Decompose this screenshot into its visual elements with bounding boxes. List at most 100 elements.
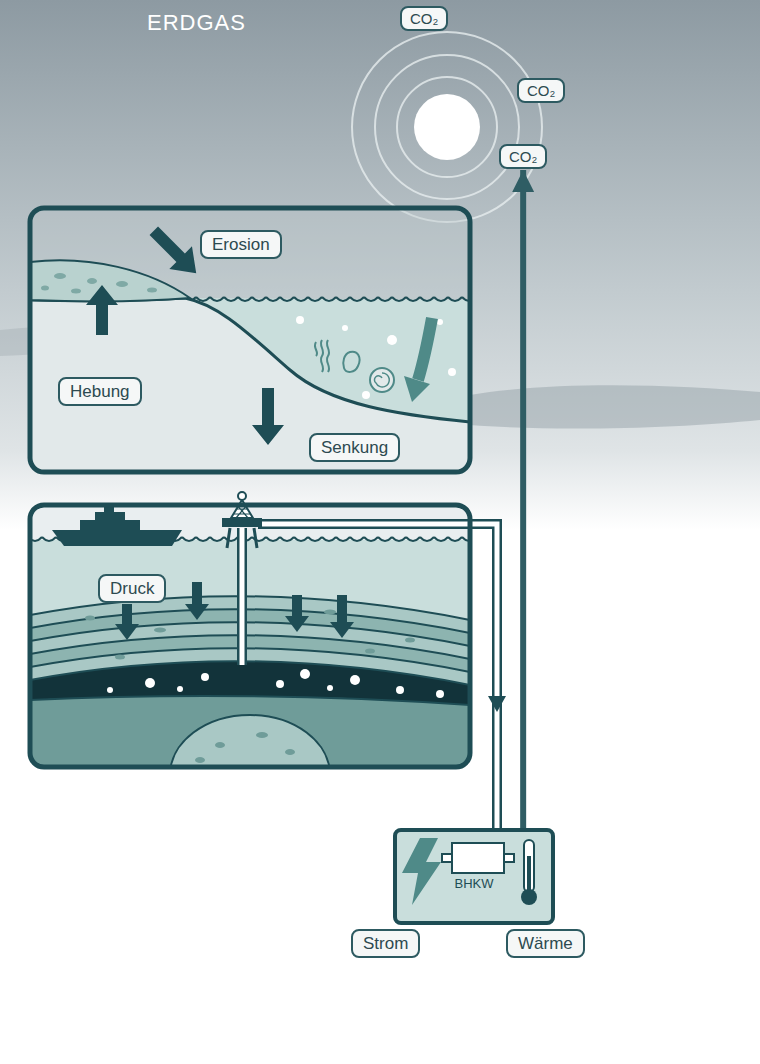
label-text: Erosion xyxy=(212,234,270,255)
ship-hull xyxy=(52,530,182,546)
panel-sky xyxy=(30,208,470,472)
sediment-dot xyxy=(285,749,295,755)
gas-bubble xyxy=(396,686,404,694)
label-text: Hebung xyxy=(70,381,130,402)
label-box: Hebung xyxy=(58,377,142,406)
well-pipe xyxy=(240,528,245,665)
lightning-symbol xyxy=(402,838,441,905)
sediment-dot xyxy=(41,286,49,291)
sky-background xyxy=(0,0,760,530)
label-text: CO₂ xyxy=(410,9,438,28)
sediment-dot xyxy=(115,655,125,660)
label-text: CO₂ xyxy=(509,147,537,166)
sediment-dot xyxy=(154,628,166,633)
sediment-dot xyxy=(85,616,95,621)
label-box: Senkung xyxy=(309,433,400,462)
sediment-dot xyxy=(116,281,128,287)
sediment-dot xyxy=(256,732,268,738)
label-box: Druck xyxy=(98,574,166,603)
label-box: CO₂ xyxy=(517,78,565,103)
label-box: CO₂ xyxy=(400,6,448,31)
bubble xyxy=(387,335,397,345)
platform-deck xyxy=(222,518,262,527)
pressure-arrow xyxy=(330,595,354,638)
sediment-dot xyxy=(405,638,415,643)
erosion-arrow-shape xyxy=(142,219,207,284)
bubble xyxy=(448,368,456,376)
label-text: CO₂ xyxy=(527,81,555,100)
label-box: Wärme xyxy=(506,929,585,958)
diagram-title: ERDGAS xyxy=(147,10,246,36)
subsidence-arrow xyxy=(252,388,284,445)
sediment-dot xyxy=(147,288,157,293)
fossil-plant xyxy=(315,340,329,372)
label-box: Erosion xyxy=(200,230,282,259)
thermometer-mercury xyxy=(527,856,531,892)
reservoir-panel-content xyxy=(30,505,470,767)
label-text: Senkung xyxy=(321,437,388,458)
pressure-arrow xyxy=(285,595,309,632)
pressure-arrow xyxy=(185,582,209,620)
bubble xyxy=(437,319,443,325)
label-box: Strom xyxy=(351,929,420,958)
engine-shaft xyxy=(442,854,452,862)
label-text: Strom xyxy=(363,933,408,954)
bubble xyxy=(296,316,304,324)
ammonite xyxy=(370,368,394,392)
sediment-dot xyxy=(195,757,205,763)
salt-dome xyxy=(170,715,330,767)
sediment-dot xyxy=(87,278,97,284)
gas-pipeline-outline xyxy=(258,524,497,828)
gas-bubble xyxy=(145,678,155,688)
gas-bubble xyxy=(107,687,113,693)
plant-fill xyxy=(393,828,555,925)
gas-bubble xyxy=(201,673,209,681)
sediment-dot xyxy=(365,649,375,654)
emission-ring xyxy=(397,77,497,177)
sediment-dot xyxy=(215,742,225,748)
emission-arrow xyxy=(520,170,526,828)
title-holder: ERDGAS xyxy=(147,10,246,36)
label-box: CO₂ xyxy=(499,144,547,169)
gas-bubble xyxy=(436,690,444,698)
sediment-dot xyxy=(71,289,81,294)
gas-bubble xyxy=(177,686,183,692)
plant-box: BHKW xyxy=(393,828,555,925)
gas-bubble xyxy=(327,685,333,691)
emission-ring xyxy=(352,32,542,222)
ammonite-spiral xyxy=(374,373,389,387)
sediment-dot xyxy=(324,610,336,615)
bubble xyxy=(342,325,348,331)
distant-land xyxy=(470,385,760,428)
well-pipe-outline xyxy=(237,528,247,665)
derrick-top xyxy=(238,492,246,500)
thermometer-bulb xyxy=(521,889,537,905)
sedimentation-panel xyxy=(30,208,470,472)
gas-pipeline xyxy=(258,524,497,828)
sinking-arrow xyxy=(418,318,432,380)
bubble xyxy=(362,391,370,399)
sea-waves xyxy=(185,296,470,304)
platform-leg xyxy=(227,528,230,548)
gas-bubble xyxy=(350,675,360,685)
gas-bubble xyxy=(276,680,284,688)
ship-superstructure xyxy=(80,512,140,530)
label-text: Druck xyxy=(110,578,154,599)
platform-leg xyxy=(254,528,257,548)
label-text: Wärme xyxy=(518,933,573,954)
reservoir-panel xyxy=(30,505,470,767)
gas-bubble xyxy=(300,669,310,679)
label-text: BHKW xyxy=(397,876,551,892)
emission-ring xyxy=(375,55,519,199)
engine-shaft xyxy=(504,854,514,862)
sedimentation-panel-content xyxy=(30,208,470,472)
thermometer-tube xyxy=(524,840,534,892)
erosion-arrow xyxy=(142,219,207,284)
pressure-arrow xyxy=(115,604,139,640)
sediment-dot xyxy=(54,273,66,279)
engine-symbol xyxy=(452,843,504,873)
